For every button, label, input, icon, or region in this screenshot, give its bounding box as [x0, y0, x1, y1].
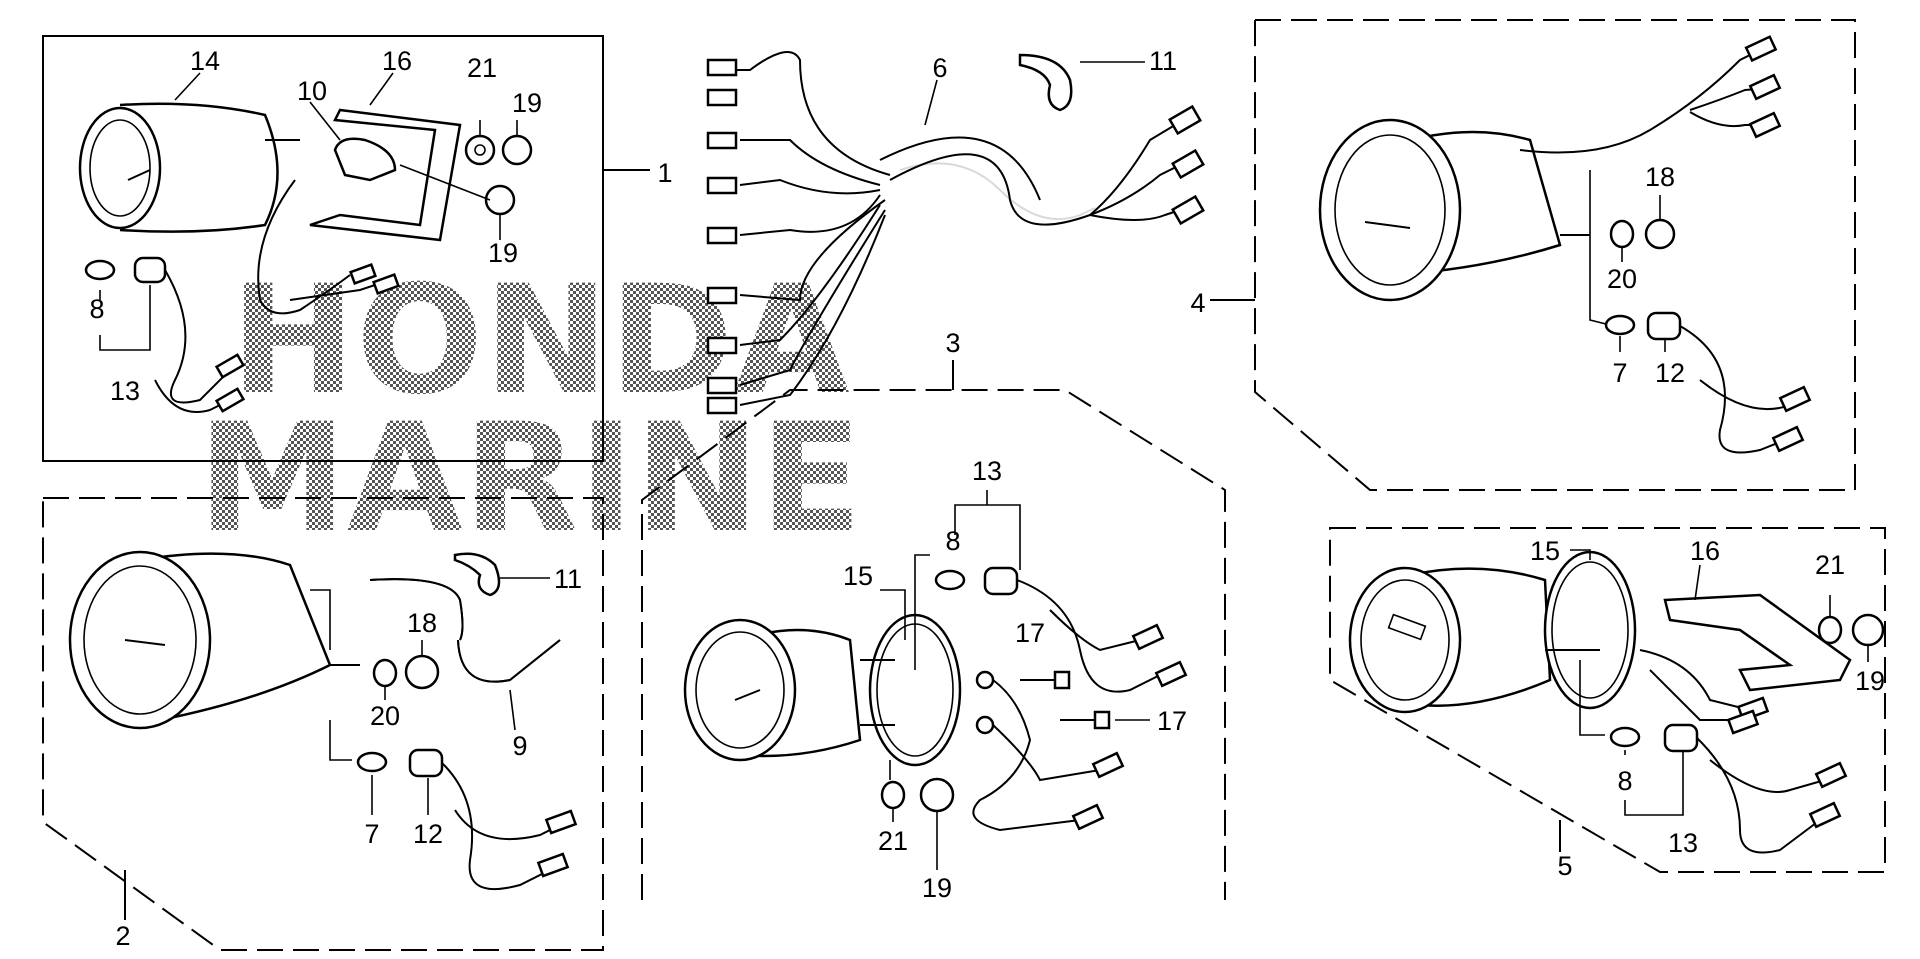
- label-a3-17b: 17: [1157, 706, 1187, 736]
- label-h-11: 11: [1149, 46, 1177, 76]
- label-a4-7: 7: [1612, 358, 1627, 388]
- label-a3-8: 8: [945, 526, 960, 556]
- label-a1-21: 21: [467, 53, 497, 83]
- box-assembly-2: [42, 497, 604, 951]
- label-a1-19b: 19: [488, 238, 518, 268]
- label-a4-18: 18: [1645, 162, 1675, 192]
- callout-labels: 1 2 3 4 5 6 14 16 21 19 10 19 8 13 11 18…: [89, 46, 1885, 951]
- label-a4-20: 20: [1607, 264, 1637, 294]
- label-1: 1: [657, 158, 672, 188]
- label-5: 5: [1557, 851, 1572, 881]
- label-a5-21: 21: [1815, 550, 1845, 580]
- label-a3-13: 13: [972, 456, 1002, 486]
- assembly-2-drawing: [68, 550, 578, 891]
- harness-6-drawing: [706, 51, 1205, 415]
- label-a2-18: 18: [407, 608, 437, 638]
- label-a1-13: 13: [110, 376, 140, 406]
- label-a1-19a: 19: [512, 88, 542, 118]
- label-a3-19: 19: [922, 873, 952, 903]
- assembly-3-drawing: [683, 360, 1188, 870]
- label-4: 4: [1190, 288, 1205, 318]
- label-a2-7: 7: [364, 819, 379, 849]
- label-6: 6: [932, 53, 947, 83]
- box-assembly-4: [1254, 19, 1856, 491]
- assembly-4-drawing: [1318, 35, 1812, 454]
- label-a5-15: 15: [1530, 536, 1560, 566]
- group-boxes: [42, 19, 1886, 951]
- label-a2-9: 9: [512, 731, 527, 761]
- watermark-line1: HONDA: [230, 254, 849, 428]
- label-a1-8: 8: [89, 294, 104, 324]
- watermark-line2: MARINE: [198, 392, 863, 566]
- label-a1-16: 16: [382, 46, 412, 76]
- label-a2-11: 11: [554, 564, 582, 594]
- box-assembly-1: [42, 35, 604, 462]
- box-assembly-3: [641, 389, 1226, 900]
- label-a3-21: 21: [878, 826, 908, 856]
- assembly-1-drawing: [78, 72, 533, 413]
- label-a2-12: 12: [413, 819, 443, 849]
- label-2: 2: [115, 921, 130, 951]
- label-a5-13: 13: [1668, 828, 1698, 858]
- label-a3-17a: 17: [1015, 618, 1045, 648]
- box-assembly-5: [1329, 527, 1886, 873]
- label-3: 3: [945, 328, 960, 358]
- label-a5-16: 16: [1690, 536, 1720, 566]
- label-a1-14: 14: [190, 46, 220, 76]
- label-a5-8: 8: [1617, 766, 1632, 796]
- label-a4-12: 12: [1655, 358, 1685, 388]
- assembly-5-drawing: [1348, 549, 1885, 854]
- label-a5-19: 19: [1855, 666, 1885, 696]
- honda-marine-watermark: HONDA MARINE: [198, 254, 863, 566]
- label-a1-10: 10: [297, 76, 327, 106]
- label-a2-20: 20: [370, 701, 400, 731]
- label-a3-15: 15: [843, 561, 873, 591]
